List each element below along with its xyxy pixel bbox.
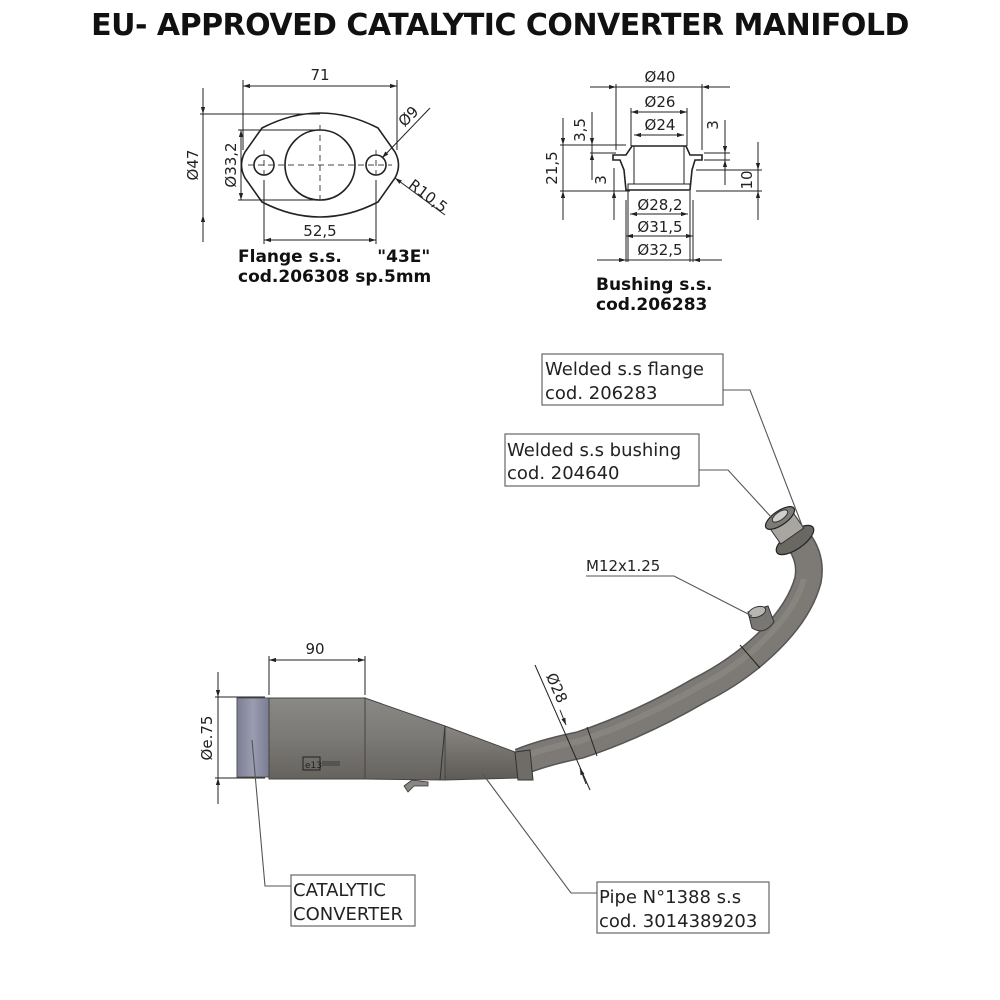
callout-catalytic-converter: CATALYTIC CONVERTER [251,739,416,927]
bushing-drawing: Ø40 Ø26 Ø24 21,5 3,5 3 3 [543,68,762,315]
svg-text:cod. 204640: cod. 204640 [507,463,620,484]
homologation-mark: e13 [302,756,340,771]
dim-converter-diameter: Øe.75 [198,716,216,761]
dim-converter-length: 90 [305,640,324,658]
callout-pipe: Pipe N°1388 s.s cod. 3014389203 [481,772,770,934]
converter-inlet-cap [236,697,270,778]
svg-text:CONVERTER: CONVERTER [293,904,403,925]
svg-text:CATALYTIC: CATALYTIC [293,880,386,901]
dim-flange-hole-spacing: 52,5 [303,222,336,240]
dim-bushing-d31-5: Ø31,5 [637,218,682,236]
dim-bushing-h10: 10 [738,170,756,189]
svg-text:Welded s.s flange: Welded s.s flange [545,359,704,380]
dim-bushing-h3-right: 3 [704,120,722,130]
bushing-caption-name: Bushing s.s. [596,275,712,295]
dim-flange-radius: R10,5 [405,176,451,217]
dim-bushing-d24: Ø24 [645,116,676,134]
flange-outline [240,112,400,218]
manifold-assembly: e13 90 Øe.75 Ø28 M12x1.25 [198,506,823,804]
svg-text:cod. 3014389203: cod. 3014389203 [599,911,757,932]
catalytic-converter-body [268,697,366,780]
dim-bushing-d26: Ø26 [645,93,676,111]
dim-thread-spec: M12x1.25 [586,557,660,575]
flange-caption-code: cod.206308 sp.5mm [238,267,431,287]
dim-flange-hole: Ø9 [395,103,423,131]
dim-bushing-h3-left: 3 [592,175,610,185]
svg-text:cod. 206283: cod. 206283 [545,383,658,404]
dim-flange-height: Ø47 [184,150,202,181]
bushing-caption-code: cod.206283 [596,295,707,315]
bushing-section [612,145,703,191]
flange-drawing: 71 Ø47 Ø33,2 Ø9 R10,5 52,5 Flange s.s. "… [184,66,451,287]
page-title: EU- APPROVED CATALYTIC CONVERTER MANIFOL… [91,8,909,43]
callout-welded-flange: Welded s.s flange cod. 206283 [541,353,804,529]
svg-text:e13: e13 [305,761,322,771]
sensor-boss [747,605,775,632]
welded-flange [764,506,815,556]
dim-flange-bore: Ø33,2 [222,142,240,187]
dim-flange-width: 71 [310,66,329,84]
callout-welded-bushing: Welded s.s bushing cod. 204640 [504,433,773,519]
svg-text:Welded s.s bushing: Welded s.s bushing [507,440,681,461]
dim-bushing-d28-2: Ø28,2 [637,196,682,214]
dim-bushing-h3-5: 3,5 [571,118,589,142]
svg-text:Pipe N°1388 s.s: Pipe N°1388 s.s [599,887,741,908]
flange-caption-name: Flange s.s. "43E" [238,247,430,267]
dim-pipe-diameter: Ø28 [542,670,571,706]
dim-bushing-d32-5: Ø32,5 [637,241,682,259]
dim-bushing-d40: Ø40 [645,68,676,86]
dim-bushing-h21-5: 21,5 [543,151,561,184]
